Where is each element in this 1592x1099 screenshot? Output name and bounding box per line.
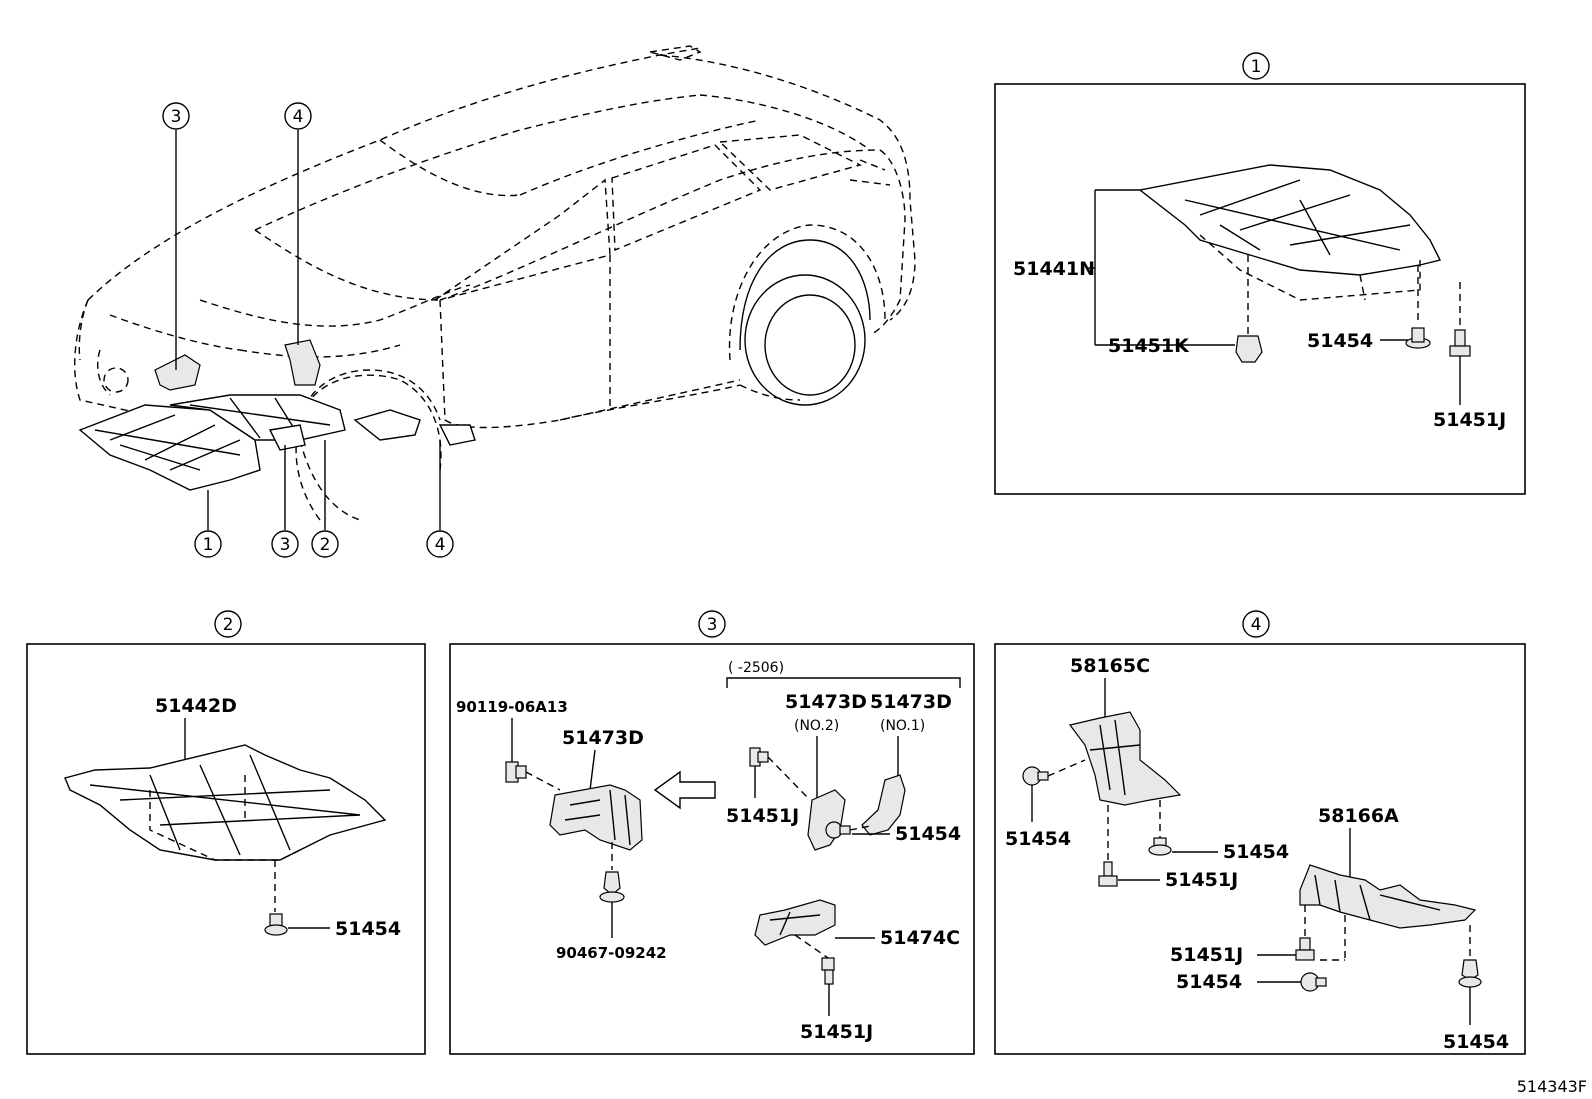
direction-arrow-icon (653, 770, 716, 810)
svg-text:1: 1 (203, 535, 214, 555)
panel-4: 4 58165C 51454 51454 51451J 58166A 51451 (994, 610, 1526, 1055)
label-51454-panel2: 51454 (335, 918, 401, 940)
panel-4-marker: 4 (1251, 615, 1262, 635)
panel-2-marker: 2 (223, 615, 234, 635)
label-90467-09242: 90467-09242 (556, 944, 667, 962)
cover-51442d-shape (64, 744, 387, 861)
overview-callout-4-top: 4 (284, 102, 312, 130)
panel-3-marker: 3 (707, 615, 718, 635)
overview-callout-1-bottom: 1 (194, 530, 222, 558)
label-51441n: 51441N (1013, 258, 1095, 280)
cover-51441n-shape (1138, 164, 1442, 276)
panel-1-marker: 1 (1251, 57, 1262, 77)
label-51451j-panel3: 51451J (726, 805, 799, 827)
label-51442d: 51442D (155, 695, 237, 717)
label-58165c: 58165C (1070, 655, 1150, 677)
overview-callout-3-top: 3 (162, 102, 190, 130)
label-51451j-panel1: 51451J (1433, 409, 1506, 431)
label-51454-right: 51454 (1223, 841, 1289, 863)
label-range-note: ( -2506) (728, 660, 784, 676)
label-51451j-panel4: 51451J (1165, 869, 1238, 891)
label-51473d-no2: 51473D (785, 691, 867, 713)
svg-text:3: 3 (280, 535, 291, 555)
panel-3-frame (449, 643, 975, 1055)
svg-text:3: 3 (171, 107, 182, 127)
panel-1-marker-circle (1242, 52, 1270, 80)
panel-3: 3 90119-06A13 51473D 90467-09242 ( -2506… (449, 610, 975, 1055)
seal-58165c-shape (1068, 711, 1182, 806)
label-51454-panel3: 51454 (895, 823, 961, 845)
bolt-51451j-icon-panel4 (1103, 861, 1113, 877)
bracket-51474c-shape (754, 899, 836, 946)
clip-51451k-icon (1235, 335, 1263, 363)
panel-1: 1 51441N 51451K 51454 51451J (994, 52, 1526, 495)
label-51454-lower: 51454 (1176, 971, 1242, 993)
bolt-51451j-icon (1454, 329, 1466, 347)
label-58166a: 58166A (1318, 805, 1399, 827)
label-51451j-panel4-lower: 51451J (1170, 944, 1243, 966)
bracket-51473d-main-shape (549, 784, 643, 851)
svg-text:2: 2 (320, 535, 331, 555)
label-90119-06a13: 90119-06A13 (456, 698, 568, 716)
panel-4-frame (994, 643, 1526, 1055)
label-51454-panel1: 51454 (1307, 330, 1373, 352)
bolt-51451j-lower-icon-panel4 (1299, 937, 1311, 951)
svg-text:4: 4 (435, 535, 446, 555)
label-51473d-no1: 51473D (870, 691, 952, 713)
label-51451k: 51451K (1108, 335, 1190, 357)
overview-callout-2-bottom: 2 (311, 530, 339, 558)
panel-2: 2 51442D 51454 (26, 610, 426, 1055)
vehicle-overview-illustration (74, 45, 916, 530)
label-51454-bottom: 51454 (1443, 1031, 1509, 1053)
label-51473d-main: 51473D (562, 727, 644, 749)
label-no1: (NO.1) (880, 718, 925, 734)
label-no2: (NO.2) (794, 718, 839, 734)
overview-callout-3-bottom: 3 (271, 530, 299, 558)
label-51474c: 51474C (880, 927, 960, 949)
bracket-51473d-no1-shape (861, 774, 906, 836)
label-51451j-panel3-lower: 51451J (800, 1021, 873, 1043)
panel-2-frame (26, 643, 426, 1055)
clip-90467-icon (603, 871, 621, 896)
overview-callout-4-bottom: 4 (426, 530, 454, 558)
svg-text:4: 4 (293, 107, 304, 127)
label-51454-left: 51454 (1005, 828, 1071, 850)
bracket-51473d-no2-shape (807, 789, 846, 851)
bolt-51451j-lower-icon (821, 957, 835, 971)
diagram-reference-code: 514343F (1517, 1077, 1587, 1096)
panel-1-frame (994, 83, 1526, 495)
